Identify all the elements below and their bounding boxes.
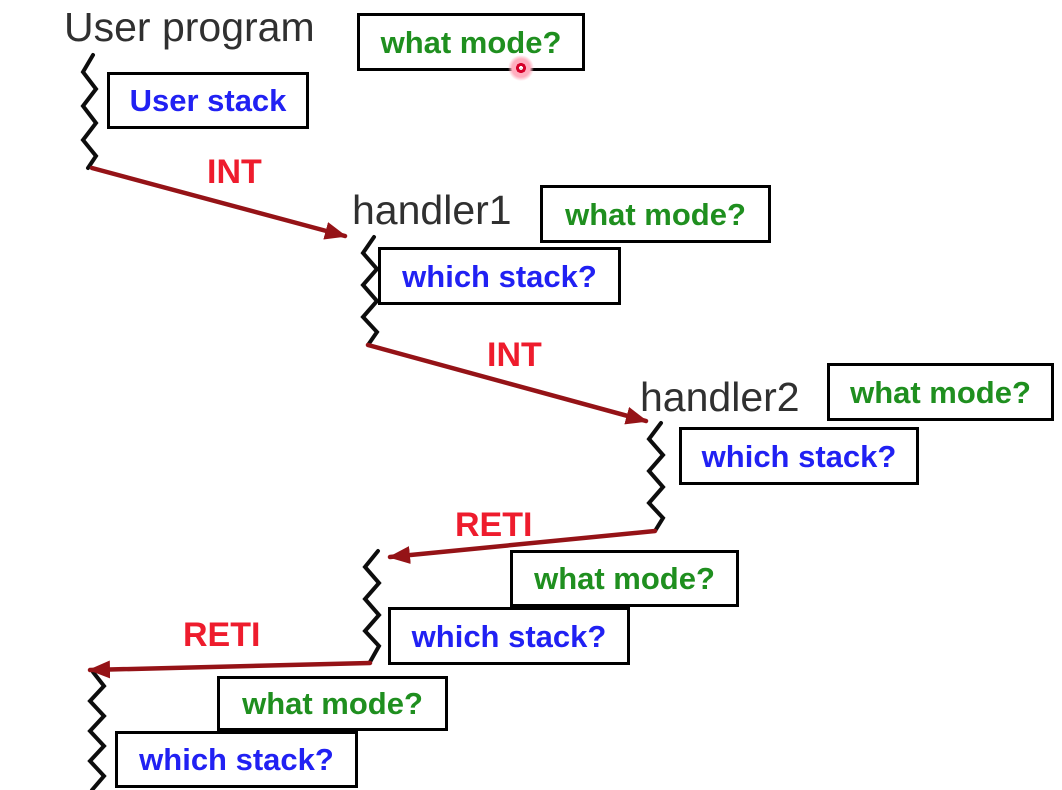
handler2-heading: handler2: [640, 374, 800, 420]
laser-pointer-dot: [508, 55, 534, 81]
int-label-2: INT: [487, 336, 542, 374]
reti-label-2: RETI: [183, 616, 261, 654]
user-program-zigzag-line: [80, 53, 99, 170]
what-mode-box-after-reti1: what mode?: [510, 550, 739, 607]
what-mode-box-handler2: what mode?: [827, 363, 1054, 421]
which-stack-box-after-reti1: which stack?: [388, 607, 630, 665]
what-mode-text: what mode?: [380, 24, 562, 60]
handler2-zigzag-line: [646, 421, 666, 533]
user-stack-box: User stack: [107, 72, 309, 129]
which-stack-box-handler2: which stack?: [679, 427, 919, 485]
which-stack-text: which stack?: [701, 438, 897, 474]
what-mode-box-handler1: what mode?: [540, 185, 771, 243]
what-mode-box-user-program: what mode?: [357, 13, 585, 71]
what-mode-text: what mode?: [565, 196, 746, 232]
which-stack-text: which stack?: [139, 742, 334, 777]
after-reti1-zigzag-line: [362, 549, 382, 664]
after-reti2-zigzag-line: [87, 670, 107, 790]
reti-label-1: RETI: [455, 506, 533, 544]
what-mode-text: what mode?: [850, 374, 1031, 410]
what-mode-text: what mode?: [242, 686, 423, 721]
handler1-heading: handler1: [352, 187, 512, 233]
what-mode-box-after-reti2: what mode?: [217, 676, 448, 731]
reti-arrow-2: [87, 660, 373, 679]
user-program-heading: User program: [64, 4, 315, 50]
int-label-1: INT: [207, 153, 262, 191]
what-mode-text: what mode?: [534, 561, 715, 596]
handler1-zigzag-line: [360, 235, 380, 347]
which-stack-text: which stack?: [402, 258, 597, 294]
which-stack-box-handler1: which stack?: [378, 247, 621, 305]
which-stack-box-after-reti2: which stack?: [115, 731, 358, 788]
user-stack-text: User stack: [129, 83, 287, 118]
which-stack-text: which stack?: [411, 618, 607, 654]
